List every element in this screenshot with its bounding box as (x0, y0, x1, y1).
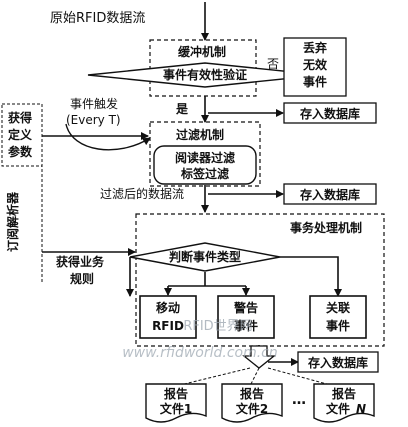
report-file-1-line2: 文件1 (160, 401, 192, 416)
report-file-1-shape (145, 383, 207, 423)
alarm-event-line1: 警告 (233, 300, 258, 315)
get-params-line3: 参数 (8, 144, 33, 159)
hollow-down-arrow (242, 345, 276, 369)
discard-line3: 事件 (303, 74, 327, 89)
buffer-mechanism-label: 缓冲机制 (178, 44, 226, 59)
raw-stream-label: 原始RFID数据流 (50, 11, 145, 26)
event-trigger-line1: 事件触发 (70, 96, 118, 111)
event-trigger-curve-arrow (65, 123, 151, 151)
report-file-n-italic: N (356, 402, 366, 416)
yes-label: 是 (175, 102, 189, 116)
discard-invalid-box (283, 37, 347, 97)
move-event-line2: RFID (152, 319, 184, 333)
assoc-event-line1: 关联 (326, 300, 350, 315)
get-params-line1: 获得 (7, 110, 32, 125)
reader-filter-line1: 阅读器过滤 (175, 150, 235, 165)
alarm-event-box (217, 295, 275, 339)
business-rules-line1: 获得业务 (55, 254, 105, 269)
reader-filter-line2: 标签过滤 (180, 166, 229, 181)
main-flow-connectors (126, 2, 342, 356)
store-db-label-2: 存入数据库 (299, 187, 360, 202)
watermark-brand: RFID世界网 (183, 319, 252, 334)
store-db-box-3 (297, 351, 379, 373)
watermark-url: www.rfidworld.com.cn (122, 345, 278, 361)
event-trigger-line2: (Every T) (66, 113, 121, 127)
filter-mechanism-box (149, 121, 261, 187)
report-file-n-shape (313, 383, 375, 423)
report-ellipsis: … (292, 392, 306, 408)
move-event-box (139, 295, 197, 339)
filter-mechanism-label: 过滤机制 (176, 127, 224, 142)
business-rules-line2: 规则 (70, 271, 94, 286)
assoc-event-box (309, 295, 367, 339)
transaction-mechanism-label: 事务处理机制 (290, 220, 362, 235)
store-db-label-3: 存入数据库 (307, 355, 368, 370)
report-file-n-line2: 文件 (326, 401, 350, 416)
alarm-event-line2: 事件 (234, 318, 258, 333)
store-db-box-1 (283, 102, 377, 124)
report-file-2-shape (221, 383, 283, 423)
assoc-event-line2: 事件 (326, 318, 350, 333)
report-file-2-line1: 报告 (240, 386, 264, 401)
report-fan-lines (175, 367, 335, 387)
discard-line1: 丢弃 (303, 40, 327, 55)
subscribe-parser-label: 订阅解析器 (5, 191, 20, 252)
get-params-line2: 定义 (8, 127, 33, 142)
report-file-2-line2: 文件2 (236, 401, 268, 416)
reader-tag-filter-box (153, 145, 257, 185)
store-db-label-1: 存入数据库 (299, 106, 360, 121)
judge-event-type-diamond (129, 242, 281, 272)
move-event-line1: 移动 (156, 300, 180, 315)
event-validity-label: 事件有效性验证 (163, 67, 247, 82)
judge-event-type-label: 判断事件类型 (169, 249, 241, 264)
filtered-stream-label: 过滤后的数据流 (100, 186, 184, 201)
report-file-n-line1: 报告 (332, 386, 356, 401)
store-db-box-2 (283, 183, 377, 205)
no-label: 否 (267, 57, 279, 71)
discard-line2: 无效 (302, 57, 328, 72)
report-file-1-line1: 报告 (164, 386, 188, 401)
